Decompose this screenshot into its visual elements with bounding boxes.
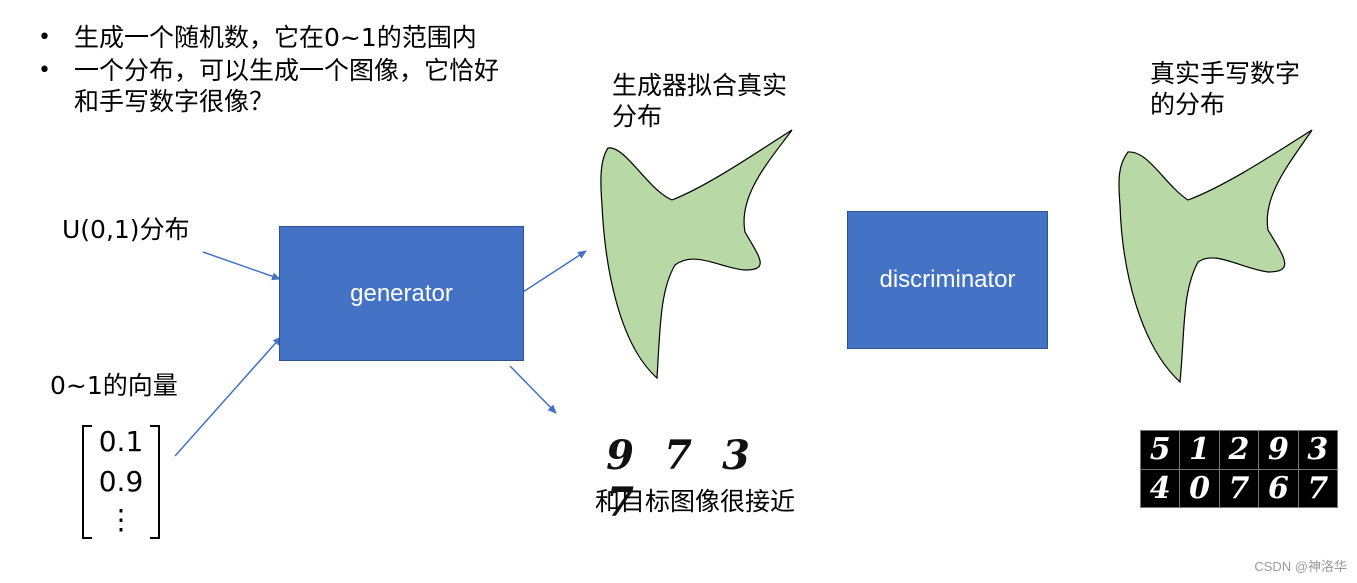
bullet-text-1: 生成一个随机数，它在0~1的范围内 <box>74 23 477 52</box>
real-digit-cell: 1 <box>1179 430 1220 470</box>
matrix-left-bracket <box>82 425 92 539</box>
vector-label: 0~1的向量 <box>50 371 178 400</box>
discriminator-box: discriminator <box>847 211 1048 349</box>
generated-digit: 3 <box>722 432 750 479</box>
arrow-generator-to-distribution <box>522 250 587 293</box>
real-digit-cell: 2 <box>1218 430 1260 470</box>
real-digit-cell: 6 <box>1258 468 1299 508</box>
matrix-value-1: 0.1 <box>98 425 144 458</box>
generated-distribution-label: 生成器拟合真实分布 <box>612 71 788 131</box>
real-digit-cell: 5 <box>1139 430 1181 470</box>
bullet-item-2: • 一个分布，可以生成一个图像，它恰好和手写数字很像？ <box>38 55 508 117</box>
matrix-value-3: ⋮ <box>107 503 135 536</box>
generated-distribution-blob <box>600 129 793 380</box>
bullet-item-1: • 生成一个随机数，它在0~1的范围内 <box>38 22 508 53</box>
real-digit-cell: 7 <box>1297 468 1339 508</box>
arrow-vector-to-generator <box>174 336 282 457</box>
matrix-value-2: 0.9 <box>98 465 144 498</box>
real-digit-cell: 3 <box>1297 430 1339 470</box>
arrow-uniform-to-generator <box>202 251 281 281</box>
bullet-dot: • <box>38 58 51 83</box>
uniform-label: U(0,1)分布 <box>62 215 190 244</box>
vector-matrix: 0.1 0.9 ⋮ <box>82 423 160 541</box>
real-digit-cell: 7 <box>1218 468 1260 508</box>
close-to-target-label: 和目标图像很接近 <box>595 487 796 516</box>
real-digit-cell: 9 <box>1258 430 1299 470</box>
bullet-list: • 生成一个随机数，它在0~1的范围内 • 一个分布，可以生成一个图像，它恰好和… <box>38 22 508 119</box>
matrix-right-bracket <box>150 425 160 539</box>
bullet-dot: • <box>38 25 51 50</box>
real-digit-cell: 4 <box>1139 468 1181 508</box>
generated-digit: 7 <box>664 432 692 479</box>
arrow-generator-to-images <box>509 365 557 414</box>
generated-digit: 7 <box>606 479 634 526</box>
generator-box: generator <box>279 226 524 361</box>
generated-digit: 9 <box>606 432 634 479</box>
real-digit-cell: 0 <box>1179 468 1220 508</box>
watermark: CSDN @神洛华 <box>1254 559 1347 574</box>
real-digit-grid: 5 1 2 9 3 4 0 7 6 7 <box>1139 430 1339 508</box>
bullet-text-2: 一个分布，可以生成一个图像，它恰好和手写数字很像？ <box>74 56 500 116</box>
real-distribution-label: 真实手写数字的分布 <box>1150 59 1301 119</box>
real-distribution-blob <box>1118 129 1313 384</box>
